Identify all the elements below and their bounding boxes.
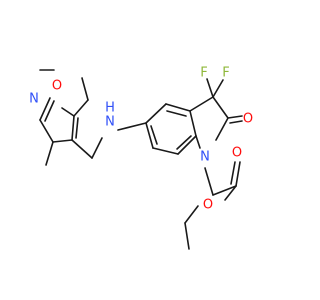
bond — [39, 97, 51, 121]
bond — [71, 115, 75, 141]
ester-oxygen-label: O — [203, 198, 213, 213]
isoxazole-oxygen-label: O — [52, 79, 62, 94]
bonds — [39, 69, 243, 250]
bond — [45, 141, 54, 166]
bond — [212, 185, 237, 196]
bond — [212, 79, 224, 98]
bond — [71, 139, 93, 159]
bond — [212, 96, 229, 119]
isoxazole-nitrogen-label: N — [29, 92, 39, 107]
bond — [224, 185, 237, 201]
bond — [176, 135, 192, 150]
bond — [75, 117, 79, 139]
bond — [81, 77, 89, 101]
bond — [152, 147, 179, 155]
bond — [195, 135, 201, 149]
bond — [52, 139, 73, 143]
fluorine-label-2: F — [222, 66, 229, 81]
molecule-canvas: O N N H F F O N O O — [29, 66, 253, 250]
lactam-carbonyl-oxygen-label: O — [243, 112, 253, 127]
amine-nitrogen-label: N — [105, 115, 115, 130]
bond — [166, 110, 187, 117]
bond — [215, 117, 229, 141]
bond — [189, 96, 214, 112]
ester-carbonyl-oxygen-label: O — [232, 146, 242, 161]
fluorine-label-1: F — [200, 66, 207, 81]
bond — [150, 125, 158, 145]
ring-nitrogen-label: N — [200, 150, 210, 165]
bond — [91, 137, 103, 159]
bond — [230, 161, 236, 185]
bond — [145, 122, 154, 149]
bond — [177, 135, 197, 155]
bond — [73, 99, 89, 117]
bond — [44, 100, 55, 122]
bond — [227, 115, 243, 119]
bond — [184, 205, 199, 224]
structure-diagram: O N N H F F O N O O — [29, 66, 253, 250]
bond — [235, 161, 241, 187]
bond — [39, 119, 54, 143]
bond — [184, 222, 190, 250]
bond — [206, 78, 214, 98]
bond — [61, 107, 75, 117]
bond — [189, 110, 197, 137]
bond — [117, 122, 147, 131]
atom-labels: O N N H F F O N O O — [29, 66, 253, 213]
amine-hydrogen-label: H — [105, 101, 115, 116]
bond — [229, 120, 243, 124]
bond — [145, 103, 167, 124]
bond — [165, 103, 191, 112]
bond — [204, 167, 214, 196]
